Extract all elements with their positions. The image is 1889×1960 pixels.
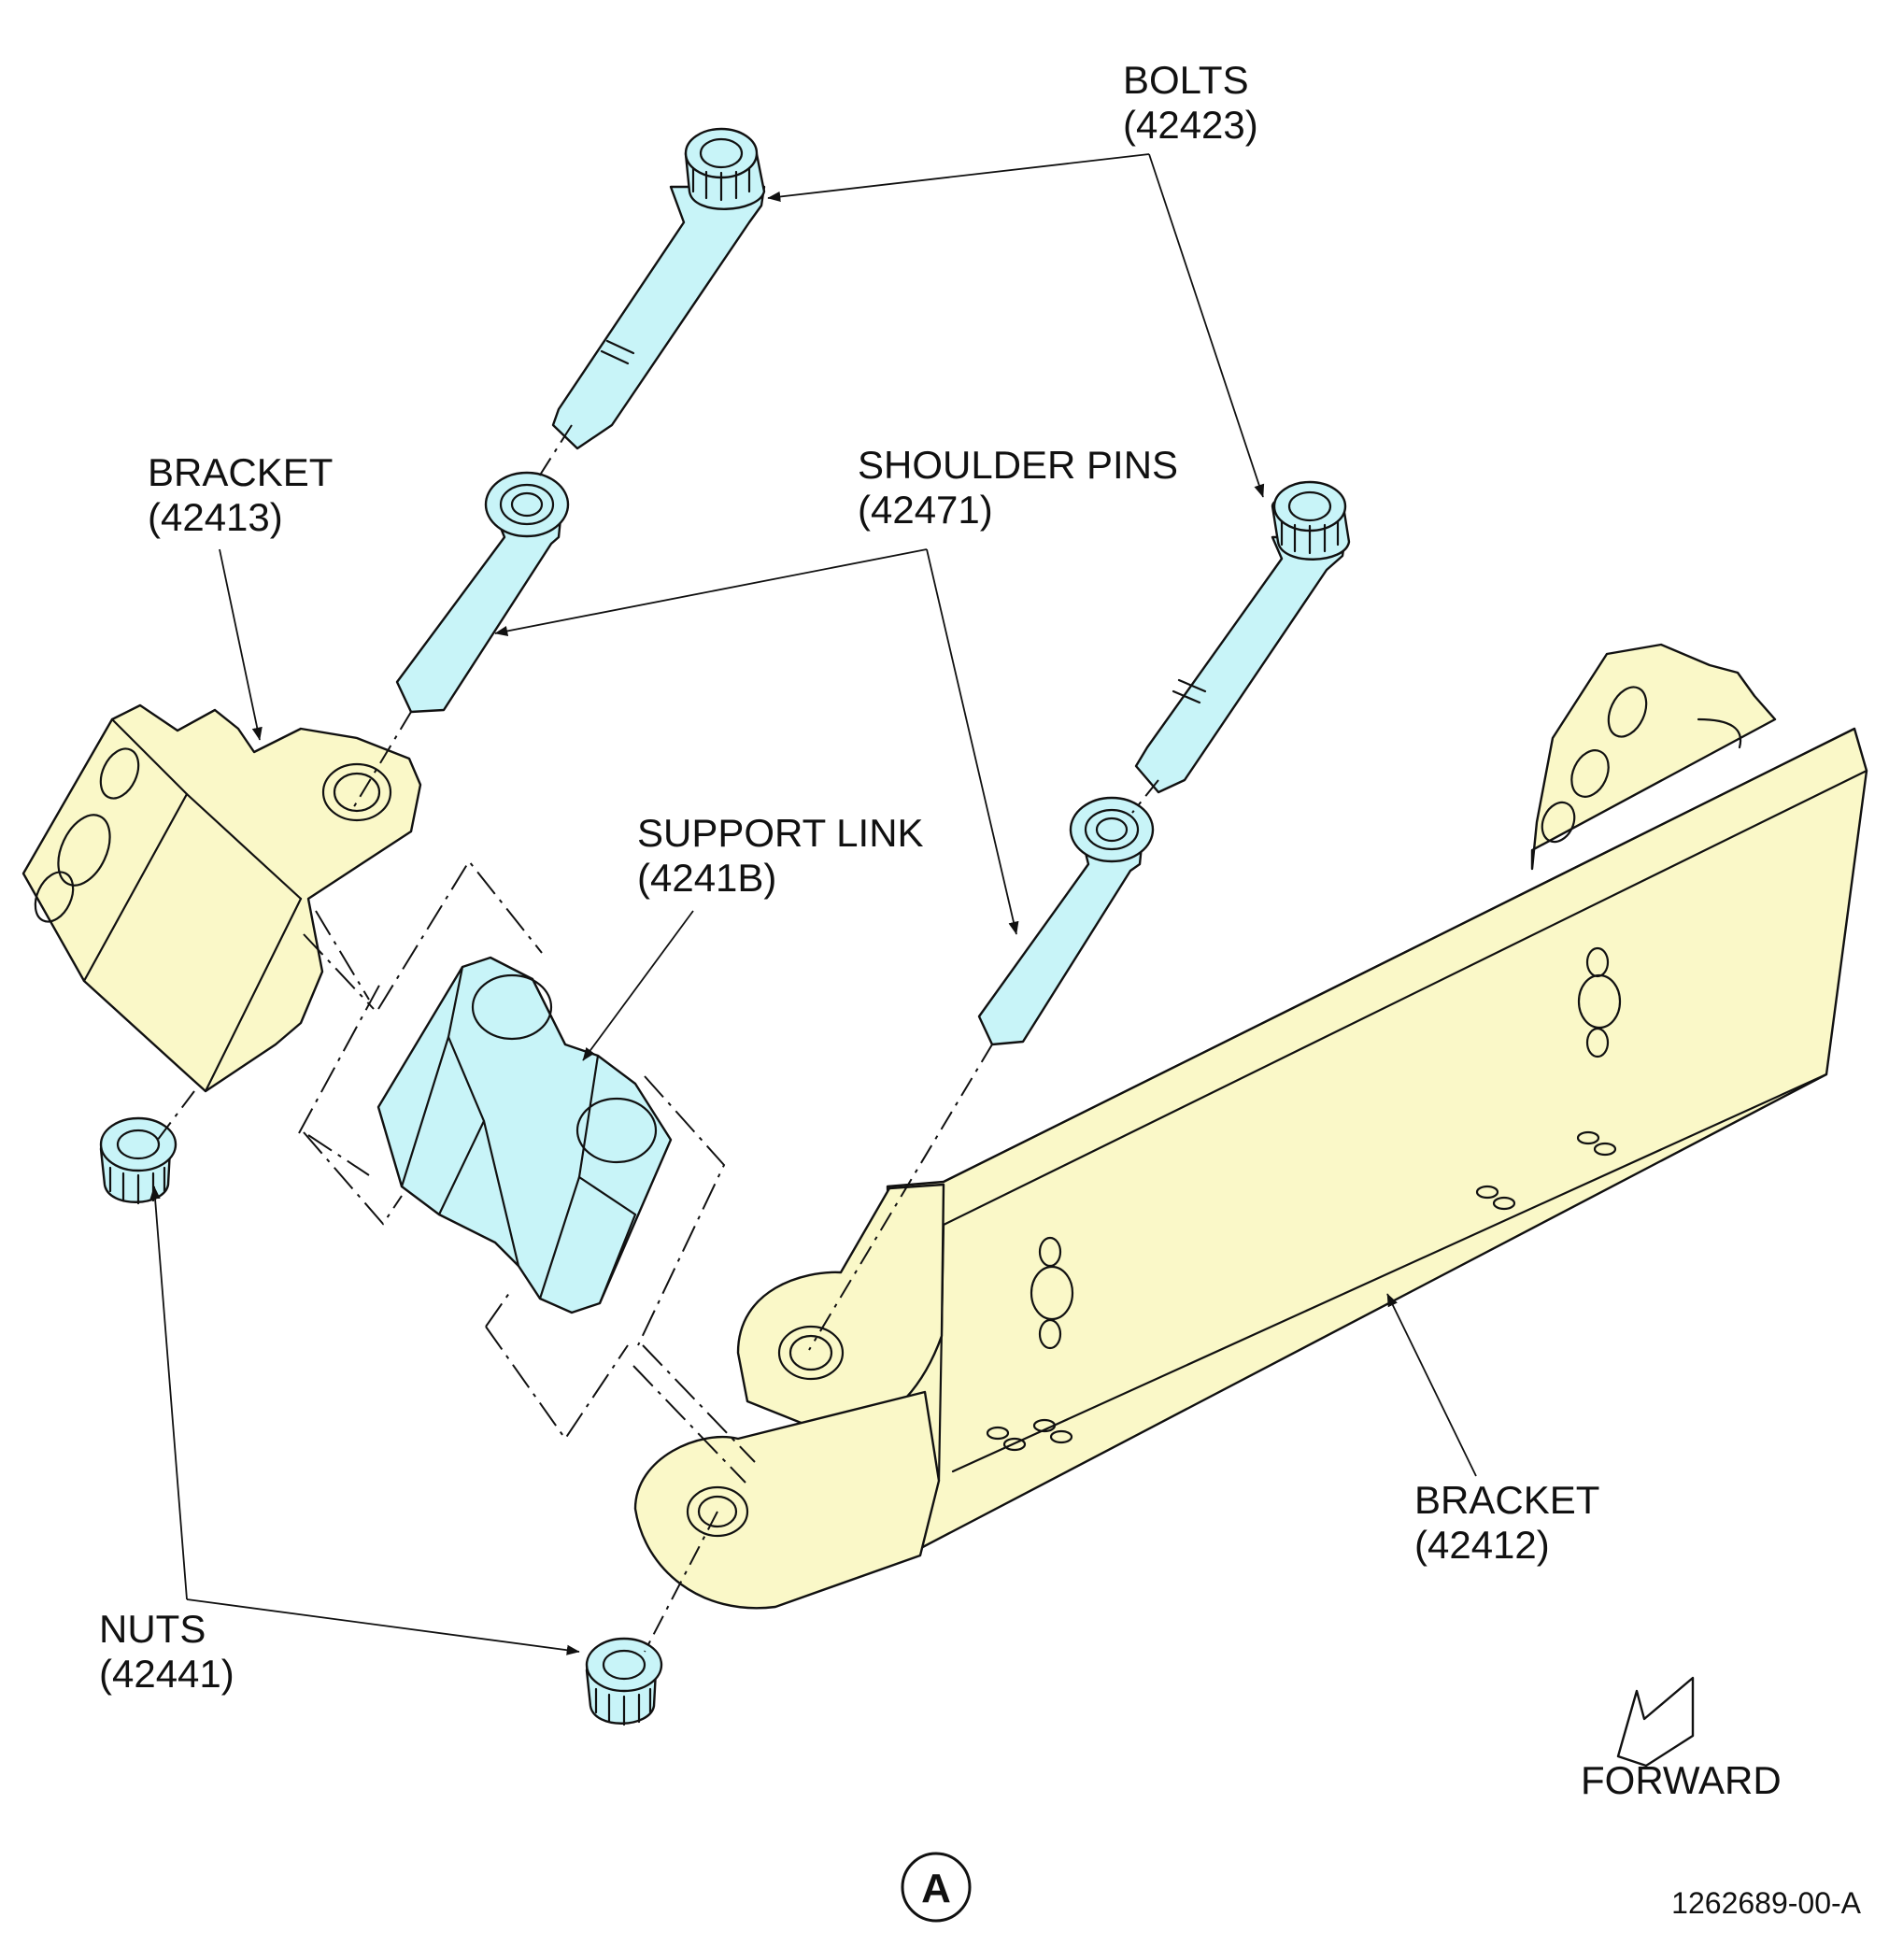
- callout-bracket-42413: BRACKET (42413): [148, 450, 333, 539]
- centerlines: [153, 424, 1159, 1653]
- callout-shoulder-pins: SHOULDER PINS (42471): [858, 443, 1178, 532]
- callout-ref: (4241B): [637, 856, 776, 900]
- nut-lower: [585, 1637, 663, 1726]
- callout-support-link: SUPPORT LINK (4241B): [637, 811, 924, 900]
- support-link-4241B: [376, 956, 673, 1314]
- callout-nuts: NUTS (42441): [99, 1607, 234, 1696]
- bolt-right: [1134, 480, 1351, 794]
- callout-ref: (42413): [148, 495, 283, 539]
- shoulder-pin-upper: [395, 471, 570, 714]
- callout-name: SUPPORT LINK: [637, 811, 924, 855]
- callout-bolts: BOLTS (42423): [1123, 58, 1258, 147]
- bolt-upper-left: [551, 127, 766, 450]
- callout-name: SHOULDER PINS: [858, 443, 1178, 487]
- forward-label: FORWARD: [1581, 1758, 1782, 1802]
- callout-bracket-42412: BRACKET (42412): [1414, 1478, 1599, 1567]
- forward-arrow-icon: [1616, 1676, 1695, 1768]
- callout-ref: (42423): [1123, 103, 1258, 147]
- bracket-42413: [21, 703, 422, 1093]
- callout-name: BRACKET: [148, 450, 333, 494]
- view-letter: A: [921, 1866, 951, 1911]
- bracket-42412: [633, 643, 1868, 1610]
- phantom-outline: [298, 859, 756, 1484]
- leader-lines: [149, 153, 1477, 1655]
- forward-indicator: FORWARD: [1581, 1676, 1782, 1802]
- view-label: A: [901, 1852, 972, 1923]
- callout-ref: (42441): [99, 1652, 234, 1696]
- callout-ref: (42412): [1414, 1523, 1550, 1567]
- callout-name: BOLTS: [1123, 58, 1249, 102]
- callout-name: BRACKET: [1414, 1478, 1599, 1522]
- shoulder-pin-lower: [977, 796, 1155, 1046]
- figure-number: 1262689-00-A: [1671, 1886, 1861, 1920]
- nut-upper: [99, 1116, 178, 1205]
- callout-ref: (42471): [858, 488, 993, 532]
- callout-name: NUTS: [99, 1607, 206, 1651]
